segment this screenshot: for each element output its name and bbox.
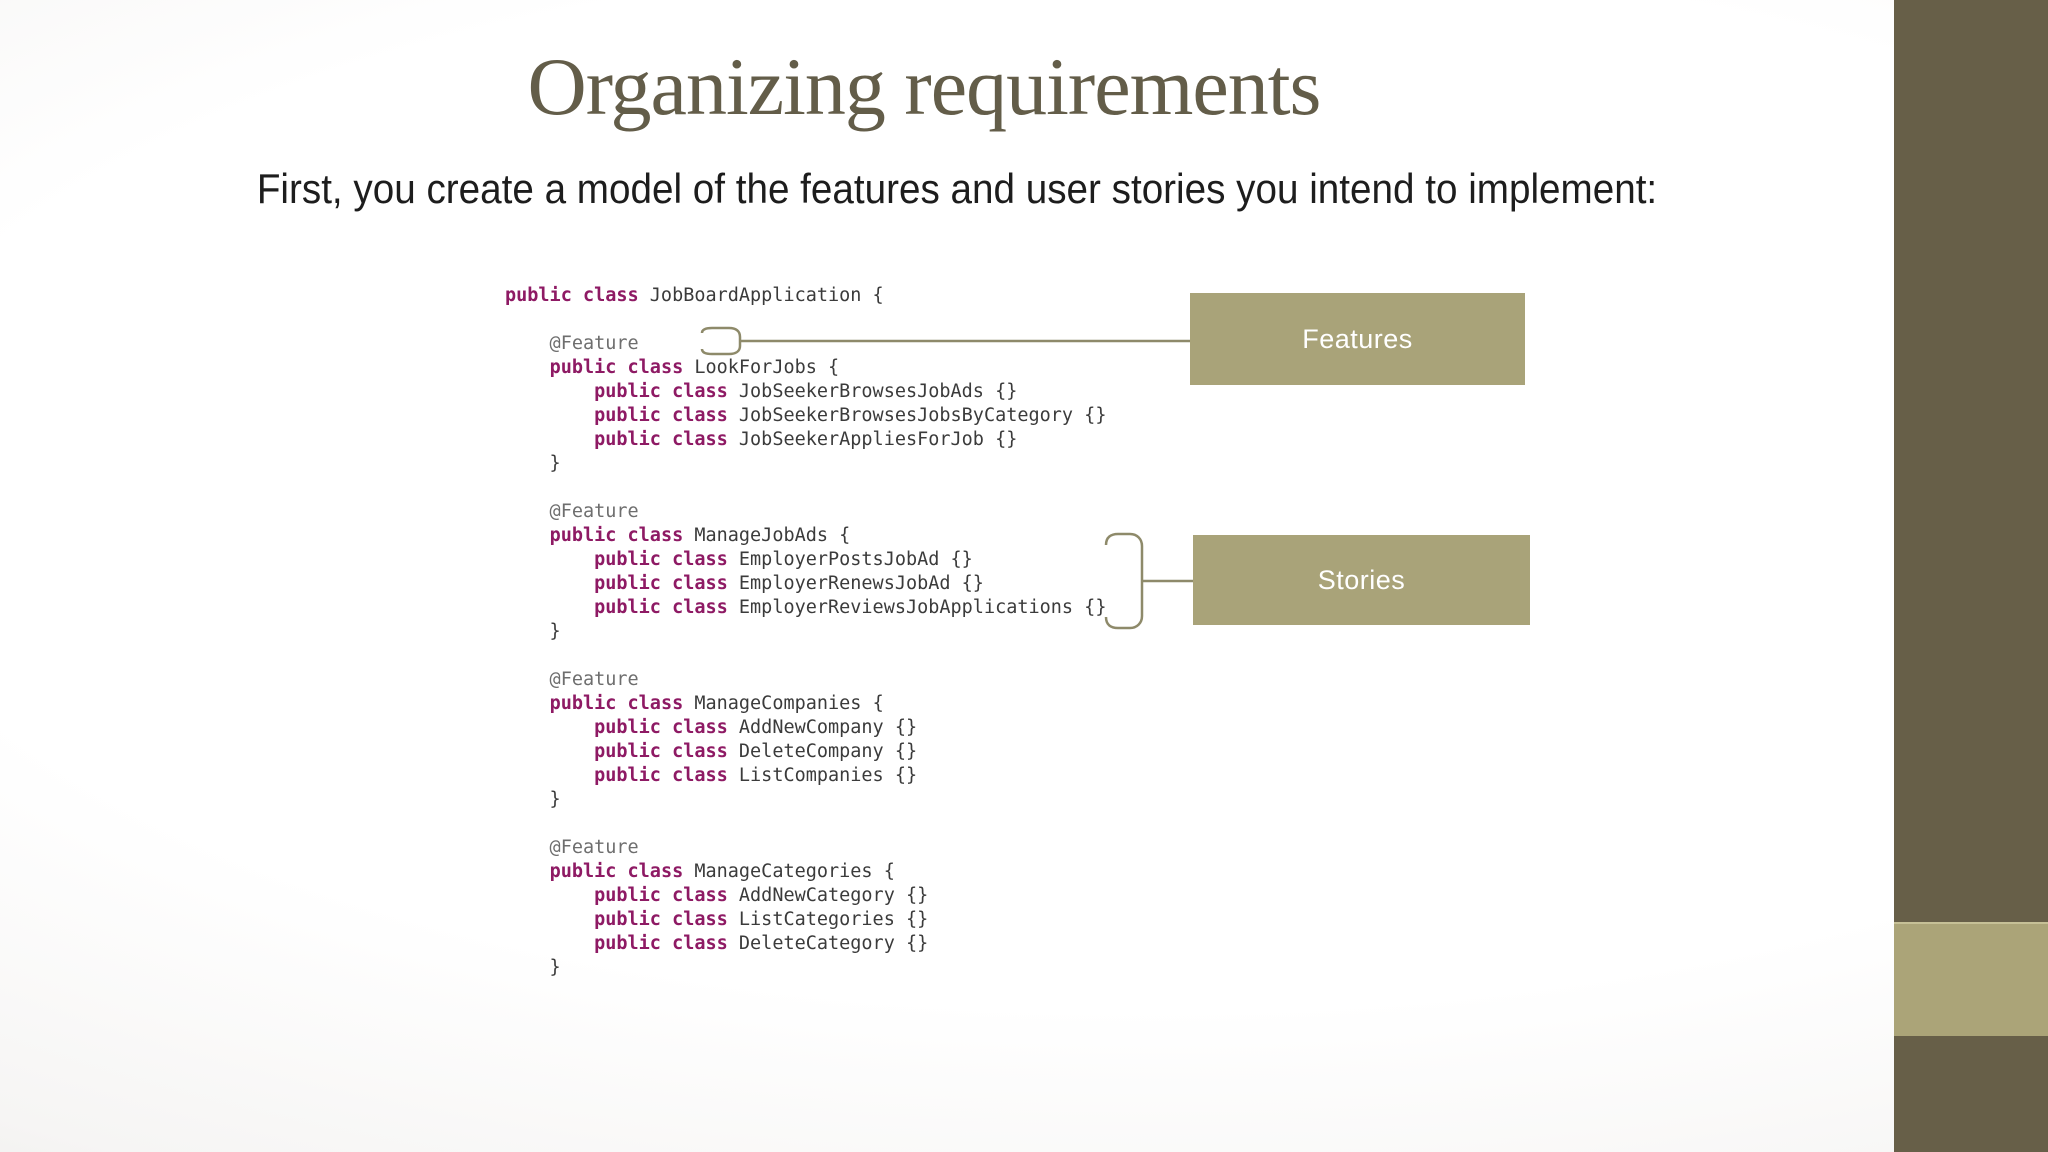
code-line: public class ManageCompanies { <box>549 693 884 714</box>
code-line: @Feature <box>505 333 639 354</box>
code-line: @Feature <box>505 669 639 690</box>
page-title: Organizing requirements <box>527 41 1322 132</box>
code-line <box>505 644 1106 668</box>
code-line: } <box>505 789 561 810</box>
code-line: public class JobSeekerBrowsesJobAds {} <box>594 381 1018 402</box>
code-line: public class JobSeekerBrowsesJobsByCateg… <box>594 405 1107 426</box>
sidebar-accent-block <box>1894 922 2048 1036</box>
code-line: public class JobSeekerAppliesForJob {} <box>594 429 1018 450</box>
features-callout-label: Features <box>1302 323 1413 354</box>
code-line: public class LookForJobs { <box>549 357 840 378</box>
code-line: public class ManageCategories { <box>549 861 895 882</box>
code-line: public class AddNewCompany {} <box>594 717 918 738</box>
code-line: public class DeleteCategory {} <box>594 933 929 954</box>
code-line: public class EmployerReviewsJobApplicati… <box>594 597 1107 618</box>
code-line: public class ManageJobAds { <box>549 525 851 546</box>
code-line: public class AddNewCategory {} <box>594 885 929 906</box>
code-line: public class EmployerPostsJobAd {} <box>594 549 973 570</box>
subtitle: First, you create a model of the feature… <box>256 165 1658 212</box>
code-line <box>505 308 1106 332</box>
stories-callout-label: Stories <box>1317 564 1406 595</box>
code-line: public class JobBoardApplication { <box>505 285 884 306</box>
code-line: public class DeleteCompany {} <box>594 741 918 762</box>
code-line: } <box>505 957 561 978</box>
code-line: public class EmployerRenewsJobAd {} <box>594 573 984 594</box>
stories-bracket <box>1104 532 1144 630</box>
code-line: @Feature <box>505 501 639 522</box>
stories-callout-box: Stories <box>1193 535 1530 625</box>
code-line: } <box>505 453 561 474</box>
features-callout-box: Features <box>1190 293 1525 385</box>
code-line: @Feature <box>505 837 639 858</box>
code-line <box>505 812 1106 836</box>
code-line <box>505 476 1106 500</box>
code-block: public class JobBoardApplication { @Feat… <box>505 284 1106 980</box>
code-line: public class ListCategories {} <box>594 909 929 930</box>
code-line: } <box>505 621 561 642</box>
code-line: public class ListCompanies {} <box>594 765 918 786</box>
